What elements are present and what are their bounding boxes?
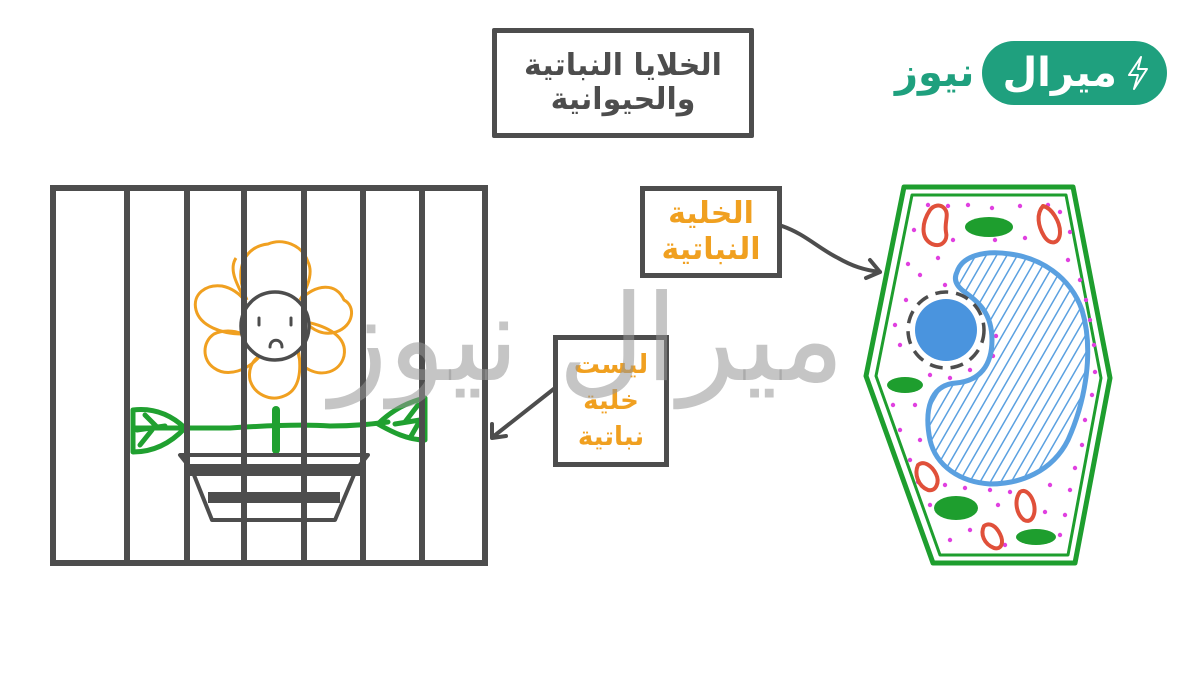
cell-membrane <box>874 193 1103 557</box>
logo-word: نيوز <box>895 50 975 96</box>
flower-stem-leaves <box>130 395 428 455</box>
arrow-to-cage <box>490 386 557 440</box>
flower-sad-face-icon <box>239 290 311 362</box>
plant-cell-label-line-1: الخلية <box>668 196 754 231</box>
chloroplasts <box>887 217 1056 545</box>
cage-bars <box>50 185 488 566</box>
flower-petals <box>193 240 353 400</box>
title-line-1: الخلايا النباتية <box>524 48 722 83</box>
page-title: الخلايا النباتية والحيوانية <box>492 28 754 138</box>
brand-logo: ميرال نيوز <box>895 40 1167 106</box>
not-plant-cell-label-line-3: نباتية <box>577 422 645 452</box>
logo-pill-text: ميرال <box>1002 50 1117 96</box>
flower-pot <box>178 453 370 522</box>
arrow-to-plant-cell <box>780 224 882 280</box>
not-plant-cell-label-line-2: خلية <box>583 386 639 416</box>
nucleus <box>906 290 986 370</box>
logo-pill: ميرال <box>982 41 1167 105</box>
plant-cell-label: الخلية النباتية <box>640 186 782 278</box>
mitochondria <box>914 203 1062 551</box>
plant-cell-illustration <box>863 184 1113 566</box>
not-plant-cell-label-line-1: ليست <box>573 350 649 380</box>
not-plant-cell-label: ليست خلية نباتية <box>553 335 669 467</box>
title-line-2: والحيوانية <box>550 82 696 117</box>
lightning-bolt-icon <box>1127 56 1148 90</box>
caged-flower-illustration <box>50 185 488 566</box>
central-vacuole <box>925 250 1091 487</box>
plant-cell-label-line-2: النباتية <box>661 232 761 267</box>
